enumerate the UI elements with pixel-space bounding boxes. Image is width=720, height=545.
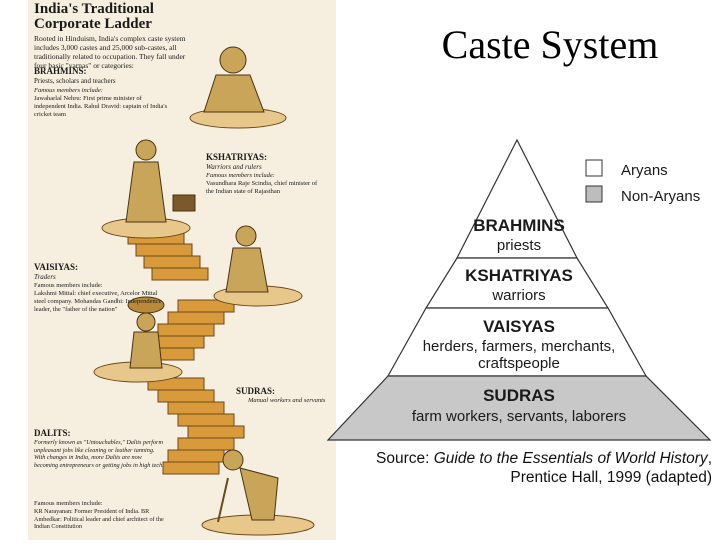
tier-sudras-name: SUDRAS — [483, 386, 555, 405]
dalits-role: Formerly known as "Untouchables," Dalits… — [34, 439, 164, 469]
ladder-intro: Rooted in Hinduism, India's complex cast… — [34, 34, 186, 70]
dalits-members: KR Narayanan: Former President of India.… — [34, 508, 164, 530]
source-suffix: , — [707, 450, 712, 467]
tier-kshatriyas-desc: warriors — [491, 287, 545, 304]
tier-brahmins-name: BRAHMINS — [473, 216, 565, 235]
vaisiyas-members: Lakshmi Mittal: chief executive, Arcelor… — [34, 290, 162, 313]
tier-sudras — [326, 375, 712, 441]
corporate-ladder-illustration: India's Traditional Corporate Ladder Roo… — [28, 0, 336, 540]
vaisiyas-role: Traders — [34, 273, 56, 281]
source-line-2: Prentice Hall, 1999 (adapted) — [510, 469, 712, 486]
sudras-name: SUDRAS: — [236, 386, 276, 396]
brahmins-role: Priests, scholars and teachers — [34, 77, 116, 85]
brahmins-name: BRAHMINS: — [34, 66, 87, 76]
legend-swatch-aryans — [585, 159, 603, 177]
tier-vaisyas-name: VAISYAS — [483, 317, 555, 336]
source-line-1: Source: Guide to the Essentials of World… — [360, 449, 712, 468]
source-book-title: Guide to the Essentials of World History — [433, 450, 708, 467]
tier-vaisyas-desc-line-2: craftspeople — [478, 355, 560, 372]
tier-brahmins-desc: priests — [497, 237, 541, 254]
tier-sudras-desc: farm workers, servants, laborers — [412, 408, 626, 425]
kshatriyas-famous-label: Famous members include: — [206, 172, 275, 179]
legend-swatch-non-aryans — [585, 185, 603, 203]
legend-label-non-aryans: Non-Aryans — [621, 188, 700, 205]
source-caption: Source: Guide to the Essentials of World… — [360, 449, 712, 487]
source-prefix: Source: — [376, 450, 434, 467]
brahmins-famous-label: Famous members include: — [34, 87, 103, 94]
legend-label-aryans: Aryans — [621, 162, 668, 179]
tier-kshatriyas-name: KSHATRIYAS — [465, 266, 573, 285]
kshatriyas-role: Warriors and rulers — [206, 163, 262, 171]
ladder-heading: India's Traditional Corporate Ladder — [34, 1, 154, 32]
kshatriyas-members: Vasundhara Raje Scindia, chief minister … — [206, 180, 318, 195]
dalits-famous-label: Famous members include: — [34, 500, 103, 507]
ladder-artwork — [93, 46, 315, 536]
sudras-role: Manual workers and servants — [248, 397, 326, 404]
vaisiyas-name: VAISIYAS: — [34, 262, 79, 272]
slide-title: Caste System — [441, 22, 659, 67]
vaisiyas-famous-label: Famous members include: — [34, 282, 103, 289]
dalits-name: DALITS: — [34, 428, 71, 438]
brahmins-members: Jawaharlal Nehru: First prime minister o… — [34, 95, 168, 118]
tier-vaisyas-desc-line-1: herders, farmers, merchants, — [423, 338, 616, 355]
kshatriyas-name: KSHATRIYAS: — [206, 152, 268, 162]
